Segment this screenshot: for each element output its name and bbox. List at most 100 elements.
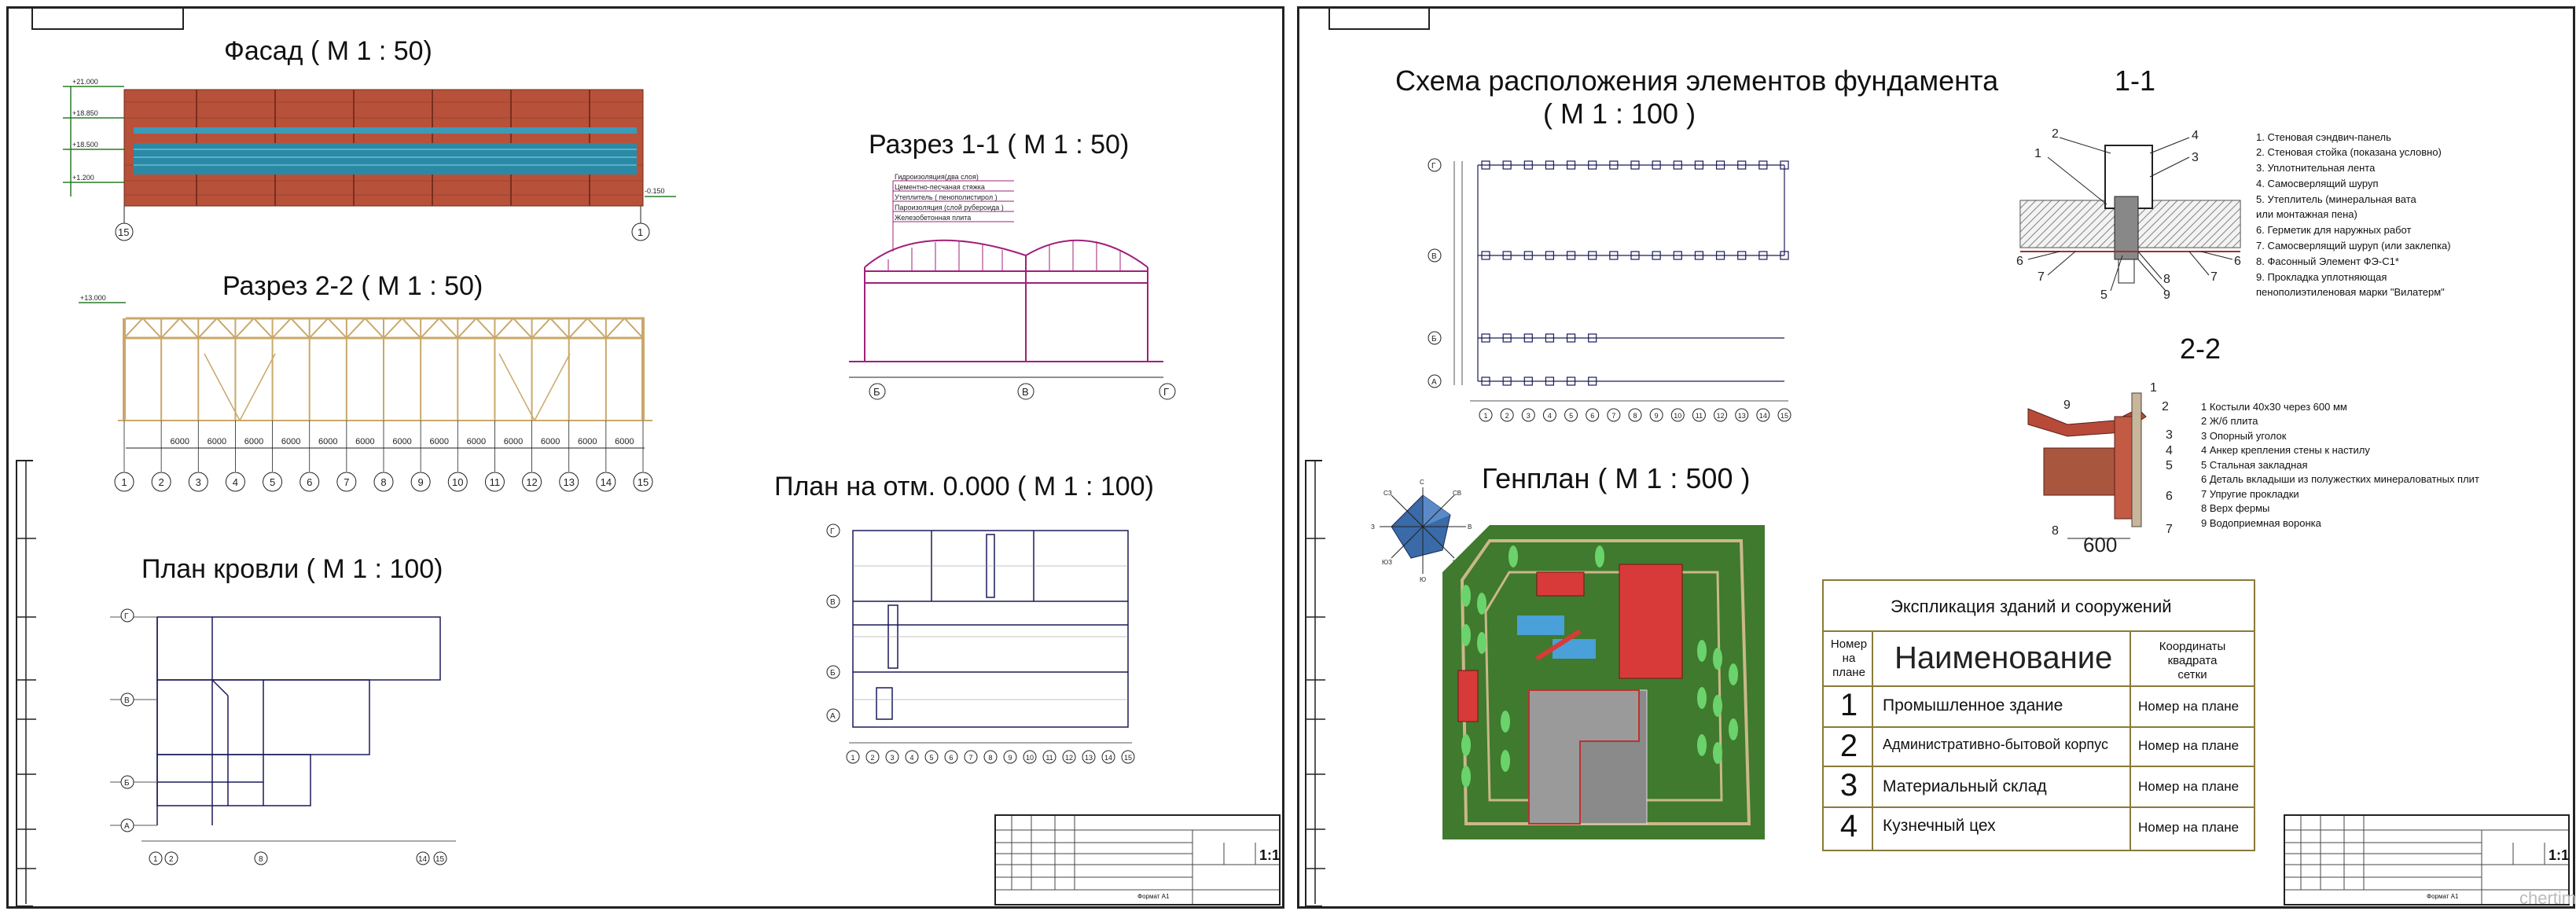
d11-legend-5: 5. Утеплитель (минеральная вата	[2256, 193, 2416, 205]
axis-bubble	[336, 472, 357, 492]
section22-truss-web	[457, 317, 496, 339]
section22-span-label: 6000	[615, 437, 634, 446]
foundation-axis-bubble	[1607, 408, 1621, 422]
detail22-drawing: 1 2 3 4 5 6 7 8 9 600	[2027, 381, 2173, 554]
foundation-post	[1715, 160, 1725, 170]
facade-axis-15: 15	[118, 226, 129, 238]
roof-col-2: 2	[169, 855, 174, 864]
plan-axis-label: 5	[929, 754, 933, 762]
foundation-axis-bubble	[1756, 408, 1770, 422]
section22-axis-label: 4	[233, 476, 238, 488]
section22-axis-label: 10	[452, 476, 463, 488]
compass-e: В	[1468, 523, 1472, 531]
foundation-post	[1758, 160, 1768, 170]
section22-span-label: 6000	[281, 437, 300, 446]
section11-axis-v: В	[1022, 386, 1029, 398]
section22-span-label: 6000	[318, 437, 337, 446]
section22-span-label: 6000	[392, 437, 411, 446]
d22-callout-9: 9	[2063, 399, 2071, 412]
foundation-axis-label: 8	[1633, 412, 1637, 420]
roof-plan-title: План кровли ( М 1 : 100)	[141, 554, 443, 584]
foundation-post	[1502, 377, 1512, 386]
foundation-axis-label: 12	[1717, 412, 1725, 420]
foundation-axis-bubble	[1670, 408, 1685, 422]
plan-axis-label: 9	[1008, 754, 1012, 762]
explication-row2-name: Административно-бытовой корпус	[1883, 737, 2108, 752]
genplan-site-map	[1442, 525, 1765, 839]
explication-col-coord: Координаты квадрата сетки	[2134, 640, 2251, 682]
section22-axis-label: 8	[380, 476, 386, 488]
section22-truss-web	[308, 317, 347, 339]
foundation-post	[1758, 251, 1768, 260]
foundation-post	[1502, 251, 1512, 260]
d22-legend-2: 2 Ж/б плита	[2201, 415, 2258, 427]
d11-callout-1: 1	[2034, 147, 2041, 160]
roof-col-15: 15	[435, 855, 445, 864]
section22-axis-label: 2	[159, 476, 164, 488]
compass-rose: С СВ З ЮЗ Ю ЮВ В СЗ	[1371, 479, 1472, 583]
foundation-post	[1588, 160, 1597, 170]
section11-axis-g: Г	[1163, 386, 1169, 398]
compass-s: Ю	[1420, 576, 1426, 583]
plan-axis-bubble	[1062, 750, 1076, 764]
d11-legend-5b: или монтажная пена)	[2256, 208, 2357, 220]
d11-legend-7: 7. Самосверлящий шуруп (или заклепка)	[2256, 240, 2451, 252]
foundation-post	[1588, 251, 1597, 260]
d11-legend-1: 1. Стеновая сэндвич-панель	[2256, 131, 2391, 143]
d11-callout-8: 8	[2163, 273, 2170, 286]
foundation-axis-label: 4	[1548, 412, 1552, 420]
plan-row-g: Г	[830, 527, 835, 536]
d11-legend-2: 2. Стеновая стойка (показана условно)	[2256, 146, 2442, 158]
roof-col-8: 8	[259, 855, 263, 864]
level-minus-0150: -0.150	[645, 187, 665, 195]
explication-col-num: Номер на плане	[1827, 637, 1871, 680]
foundation-axis-bubble	[1649, 408, 1663, 422]
d11-callout-7b: 7	[2210, 270, 2218, 284]
d22-legend-1: 1 Костыли 40х30 через 600 мм	[2201, 401, 2347, 413]
right-scale-value: 1:1	[2548, 847, 2570, 863]
explication-row1-num: 1	[1839, 688, 1858, 722]
foundation-post	[1609, 160, 1619, 170]
detail22-title: 2-2	[2180, 332, 2221, 365]
left-scale-value: 1:1	[1259, 847, 1281, 863]
foundation-post	[1566, 333, 1576, 343]
d22-callout-7: 7	[2166, 523, 2173, 536]
section22-axis-label: 12	[526, 476, 537, 488]
foundation-post	[1545, 333, 1555, 343]
explication-row3-coord: Номер на плане	[2138, 779, 2240, 794]
level-18850: +18.850	[72, 109, 98, 117]
col-coord-text: Координаты квадрата сетки	[2159, 640, 2226, 681]
plan-axis-bubble	[964, 750, 978, 764]
foundation-post	[1566, 377, 1576, 386]
d11-callout-6a: 6	[2016, 255, 2023, 268]
foundation-axis-bubble	[1521, 408, 1535, 422]
d22-callout-5: 5	[2166, 459, 2173, 472]
plan-axis-bubble	[924, 750, 939, 764]
foundation-post	[1481, 377, 1490, 386]
d11-callout-9: 9	[2163, 288, 2170, 302]
section11-layer-5: Железобетонная плита	[895, 214, 971, 222]
section22-axis-label: 5	[270, 476, 275, 488]
facade-title: Фасад ( М 1 : 50)	[224, 36, 432, 66]
plan-axis-label: 10	[1026, 754, 1034, 762]
plan-axis-bubble	[1003, 750, 1017, 764]
foundation-post	[1652, 160, 1661, 170]
plan-row-v: В	[830, 598, 836, 607]
foundation-post	[1609, 251, 1619, 260]
axis-bubble	[225, 472, 245, 492]
section11-layer-2: Цементно-песчаная стяжка	[895, 183, 985, 191]
foundation-title-line2: ( М 1 : 100 )	[1543, 97, 1696, 130]
foundation-axis-bubble	[1542, 408, 1556, 422]
axis-bubble	[299, 472, 320, 492]
foundation-axis-label: 13	[1738, 412, 1746, 420]
foundation-axis-label: 7	[1611, 412, 1615, 420]
section11-drawing: Гидроизоляция(два слоя) Цементно-песчана…	[849, 173, 1176, 400]
foundation-post	[1523, 251, 1533, 260]
explication-row4-coord: Номер на плане	[2138, 820, 2240, 835]
section11-layer-4: Пароизоляция (слой рубероида )	[895, 204, 1004, 211]
d22-legend-4: 4 Анкер крепления стены к настилу	[2201, 444, 2370, 456]
foundation-axis-bubble	[1735, 408, 1749, 422]
foundation-post	[1737, 160, 1747, 170]
left-sheet-spine	[16, 460, 33, 907]
